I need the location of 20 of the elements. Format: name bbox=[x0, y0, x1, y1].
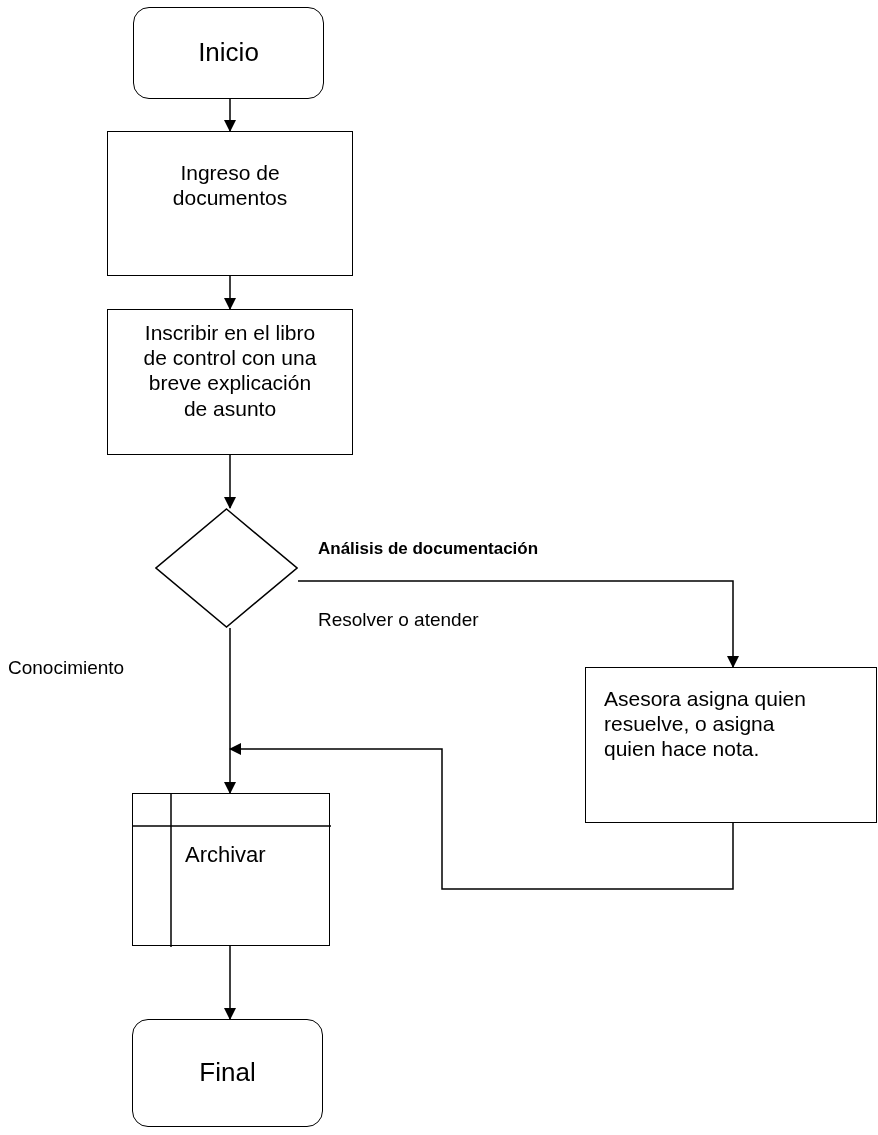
node-text: Archivar bbox=[185, 842, 266, 869]
internal-storage-box bbox=[132, 793, 330, 946]
node-text: Inscribir en el libro de control con una breve explicación de asunto bbox=[142, 320, 318, 422]
arrow bbox=[297, 580, 739, 668]
process-box bbox=[107, 131, 353, 276]
arrow bbox=[224, 98, 236, 132]
process-box bbox=[107, 309, 353, 455]
node-text: Asesora asigna quien resuelve, o asigna quien hace nota. bbox=[603, 686, 807, 763]
arrow bbox=[224, 627, 236, 794]
node-text: Final bbox=[199, 1057, 256, 1089]
arrow bbox=[224, 275, 236, 310]
process-box bbox=[585, 667, 877, 823]
node-text: Inicio bbox=[198, 37, 259, 69]
arrow bbox=[224, 454, 236, 509]
terminal-box bbox=[132, 1019, 323, 1127]
node-text: Ingreso de documentos bbox=[171, 160, 289, 212]
arrow bbox=[229, 743, 734, 890]
decision-diamond bbox=[155, 508, 298, 628]
arrow bbox=[224, 945, 236, 1020]
terminal-box bbox=[133, 7, 324, 99]
